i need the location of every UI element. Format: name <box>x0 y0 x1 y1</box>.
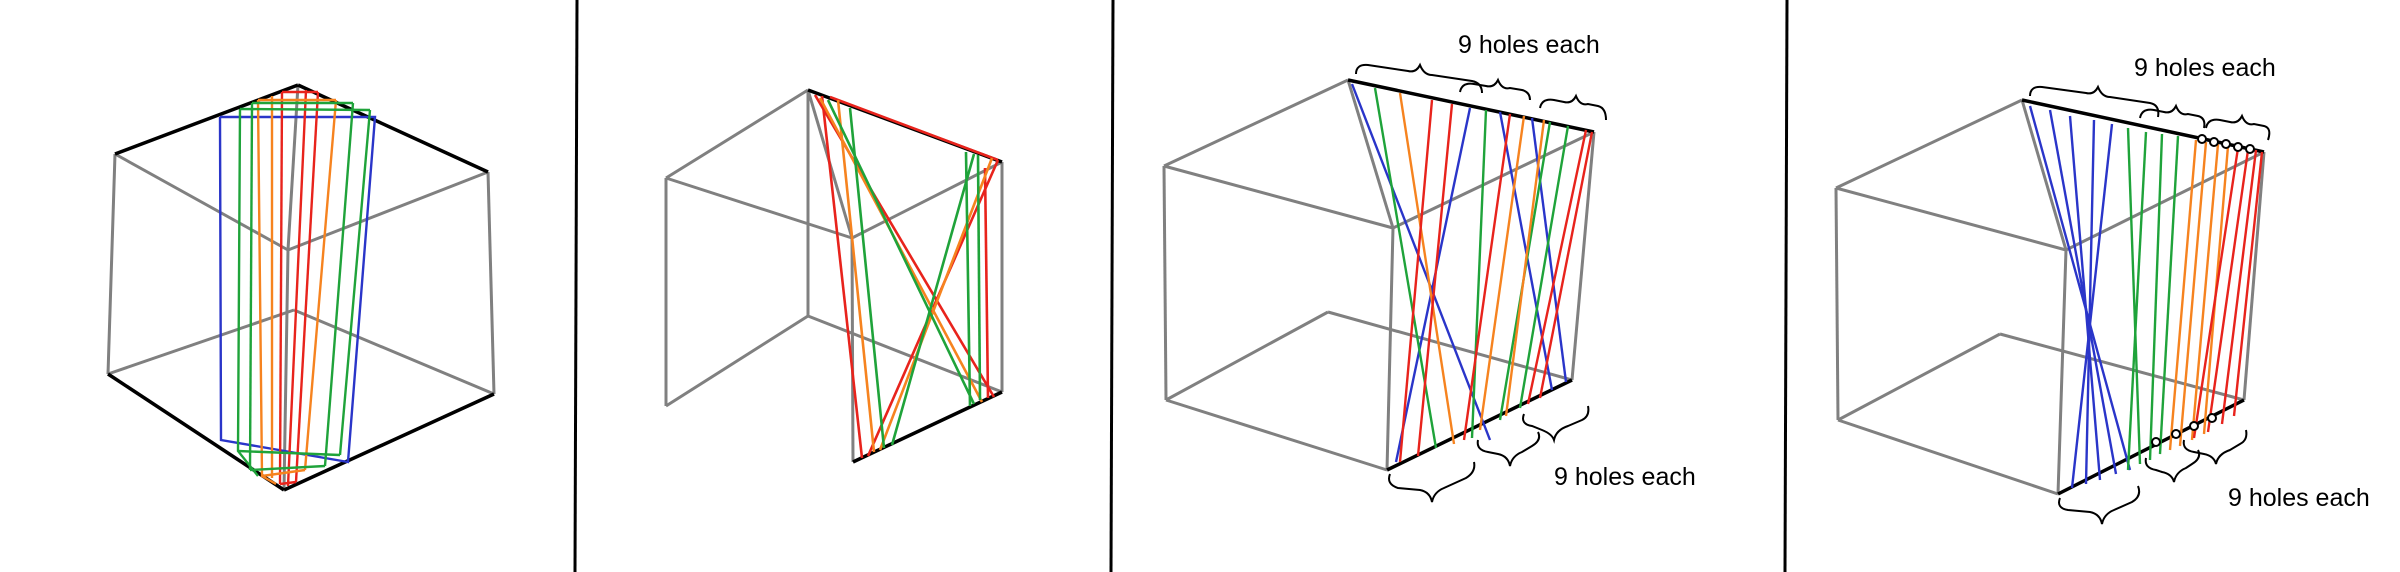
bottom-brace <box>2058 485 2141 525</box>
hole-braces <box>2029 84 2271 525</box>
cube-wireframe <box>664 88 1004 463</box>
top-label: 9 holes each <box>1458 31 1600 59</box>
string-lines <box>813 94 1000 459</box>
bottom-brace <box>2144 449 2201 483</box>
panel-3: 9 holes each 9 holes each <box>1162 31 1696 503</box>
top-brace <box>2139 103 2206 129</box>
hole-markers <box>2151 134 2255 447</box>
bottom-brace <box>1522 405 1590 444</box>
bottom-brace <box>1476 431 1541 467</box>
hole-braces <box>1355 62 1607 503</box>
top-brace <box>1355 62 1483 94</box>
string-lines <box>2028 105 2264 489</box>
cube-wireframe <box>106 84 496 491</box>
bottom-brace <box>1388 461 1476 503</box>
top-label: 9 holes each <box>2134 54 2276 82</box>
red-string <box>294 91 320 483</box>
bottom-label: 9 holes each <box>1554 463 1696 491</box>
bold-edges <box>1347 78 1595 472</box>
green-string <box>236 108 259 477</box>
green-string <box>248 102 254 471</box>
panel-2 <box>664 88 1004 464</box>
panel-divider <box>573 0 579 572</box>
bold-edges <box>807 88 1003 464</box>
top-brace <box>2029 84 2160 118</box>
red-string <box>286 89 308 487</box>
bottom-label: 9 holes each <box>2228 484 2370 512</box>
blue-string <box>218 115 377 464</box>
orange-string <box>256 99 277 486</box>
bold-edges <box>107 83 495 492</box>
string-lines <box>1350 83 1594 463</box>
orange-string <box>303 99 338 471</box>
string-lines <box>218 89 377 487</box>
cube-wireframe <box>1834 98 2266 496</box>
top-brace <box>1539 93 1607 121</box>
panel-1 <box>106 83 496 492</box>
green-string <box>338 109 372 456</box>
panel-divider <box>1783 0 1789 572</box>
top-brace <box>2205 113 2271 141</box>
red-string <box>278 91 284 485</box>
panel-divider <box>1109 0 1115 572</box>
cube-wireframe <box>1162 78 1596 472</box>
panel-4: 9 holes each 9 holes each <box>1834 54 2370 525</box>
bottom-brace <box>2182 429 2248 465</box>
green-string <box>323 102 355 467</box>
top-brace <box>1459 77 1531 101</box>
